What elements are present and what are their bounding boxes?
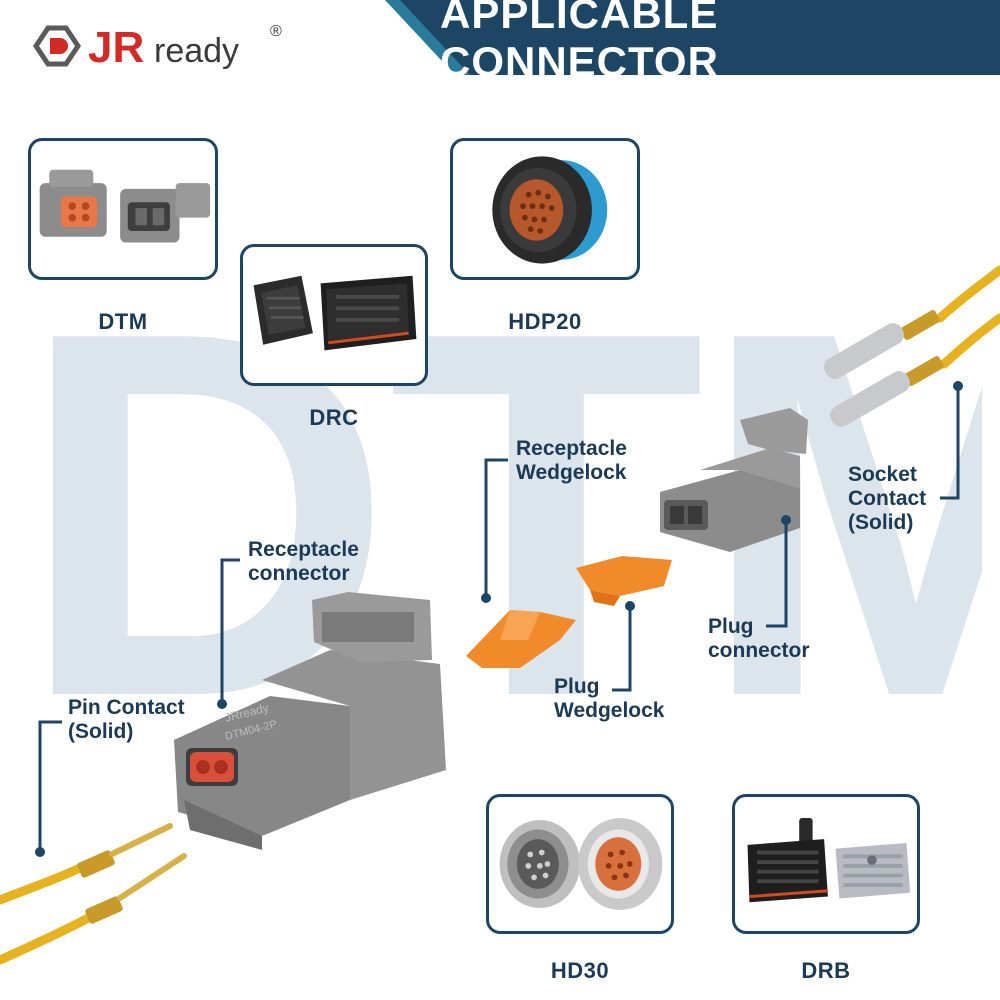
pin-contact-top (0, 823, 173, 905)
header-banner (385, 0, 1000, 75)
card-label-dtm: DTM (98, 309, 148, 334)
callout-line: Socket (848, 463, 917, 486)
callout-plug-wedgelock: Plug Wedgelock (554, 675, 664, 723)
card-label-drb: DRB (801, 958, 851, 983)
callout-line: (Solid) (848, 511, 914, 534)
callout-line: Plug (708, 615, 754, 638)
callout-line: Wedgelock (516, 461, 627, 484)
callout-line: Contact (848, 487, 927, 510)
plug-connector-part (660, 408, 808, 552)
callout-line: Receptacle (248, 538, 359, 561)
receptacle-wedgelock-part (466, 610, 576, 668)
receptacle-connector-part: JRready DTM04-2P (174, 592, 446, 850)
brand-mark-icon: JR ready ® (32, 23, 282, 72)
callout-line: (Solid) (68, 720, 134, 743)
brand-logo-text: JR (88, 23, 144, 72)
socket-contact-bottom (830, 313, 1000, 427)
hd30-connector-image (499, 818, 663, 910)
drb-connector-image (747, 818, 911, 903)
callout-pin-contact: Pin Contact (Solid) (68, 696, 185, 744)
callout-receptacle-wedgelock: Receptacle Wedgelock (516, 437, 627, 485)
brand-logo: JR ready ® (26, 16, 296, 76)
card-hd30 (486, 794, 674, 934)
callout-line: Receptacle (516, 437, 627, 460)
callout-line: connector (708, 639, 810, 662)
card-dtm (28, 138, 218, 280)
card-drc (240, 244, 428, 386)
callout-line: Plug (554, 675, 600, 698)
drc-connector-image (253, 275, 417, 351)
card-label-hdp20: HDP20 (508, 309, 582, 334)
pin-contact-bottom (0, 853, 187, 965)
dtm-connector-image (39, 169, 211, 243)
plug-wedgelock-part (576, 556, 672, 606)
card-label-hd30: HD30 (550, 958, 610, 983)
callout-socket-contact: Socket Contact (Solid) (848, 463, 926, 535)
card-label-drc: DRC (309, 405, 359, 430)
card-hdp20 (450, 138, 640, 280)
brand-logo-suffix: ready (154, 32, 239, 70)
callout-line: Wedgelock (554, 699, 665, 722)
callout-line: Pin Contact (68, 696, 185, 719)
callout-line: connector (248, 562, 350, 585)
callout-plug-connector: Plug connector (708, 615, 810, 663)
card-drb (732, 794, 920, 934)
registered-mark: ® (270, 23, 282, 40)
hdp20-connector-image (492, 156, 608, 264)
socket-contact-top (824, 265, 1000, 379)
callout-receptacle-connector: Receptacle connector (248, 538, 359, 586)
